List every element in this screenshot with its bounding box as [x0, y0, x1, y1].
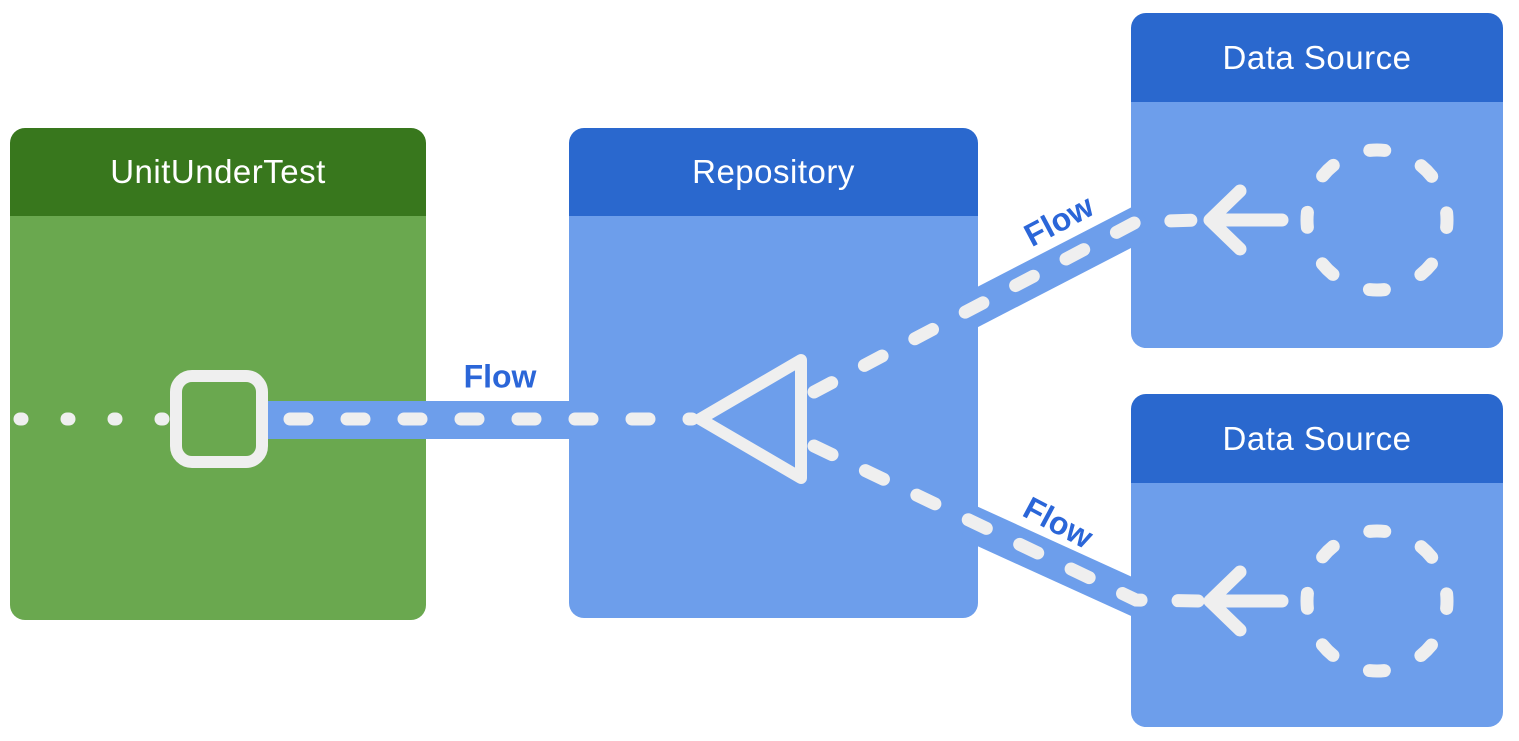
unit-under-test-body: [10, 216, 426, 620]
flow-label-lower: Flow: [1017, 489, 1099, 556]
data-source-bottom-body: [1131, 483, 1503, 727]
data-source-bottom-header: Data Source: [1131, 394, 1503, 483]
repository-header: Repository: [569, 128, 978, 216]
data-source-bottom-title: Data Source: [1222, 419, 1412, 457]
data-source-top-body: [1131, 102, 1503, 348]
data-source-top-card: Data Source: [1131, 13, 1503, 348]
data-source-bottom-card: Data Source: [1131, 394, 1503, 727]
repository-card: Repository: [569, 128, 978, 618]
unit-under-test-title: UnitUnderTest: [110, 153, 326, 190]
flow-label-main: Flow: [463, 358, 537, 395]
unit-under-test-card: UnitUnderTest: [10, 128, 426, 620]
data-source-top-title: Data Source: [1222, 38, 1412, 76]
data-source-top-header: Data Source: [1131, 13, 1503, 102]
unit-under-test-header: UnitUnderTest: [10, 128, 426, 216]
repository-body: [569, 216, 978, 618]
repository-title: Repository: [692, 153, 855, 190]
flow-label-upper: Flow: [1018, 187, 1100, 254]
